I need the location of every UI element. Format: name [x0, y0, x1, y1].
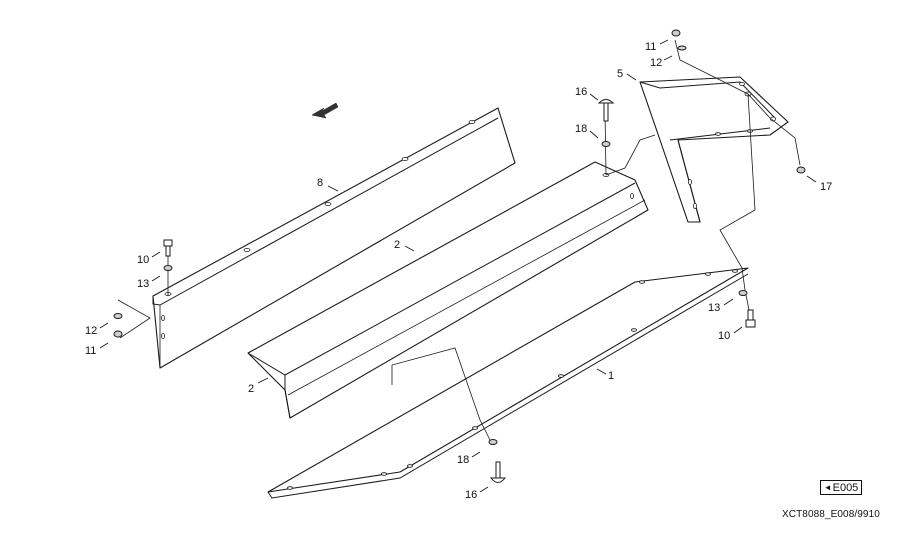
nut-17 — [796, 166, 806, 174]
part-1-pan — [267, 267, 749, 499]
callout-18-lower: 18 — [457, 454, 469, 466]
callout-13-left: 13 — [137, 278, 149, 290]
part-8-panel — [152, 107, 516, 369]
nut-11-left — [113, 330, 123, 338]
callout-1: 1 — [608, 370, 614, 382]
callout-10-left: 10 — [137, 254, 149, 266]
drawing-id: XCT8088_E008/9910 — [782, 509, 880, 520]
bolt-16-upper — [597, 99, 615, 122]
part-5-bracket — [639, 76, 789, 223]
direction-arrow-icon — [311, 102, 339, 119]
callout-10-right: 10 — [718, 330, 730, 342]
washer-18-lower — [488, 439, 498, 445]
callout-2-lower: 2 — [248, 383, 254, 395]
bolt-16-lower — [489, 461, 507, 483]
bolt-10-right — [745, 309, 756, 328]
callout-12-left: 12 — [85, 325, 97, 337]
callout-5: 5 — [617, 68, 623, 80]
washer-18-upper — [601, 141, 611, 147]
callout-16-lower: 16 — [465, 489, 477, 501]
ref-tag-link[interactable]: ◄E005 — [820, 480, 862, 495]
callout-13-right: 13 — [708, 302, 720, 314]
ref-tag-label: E005 — [832, 481, 859, 494]
washer-13-left — [163, 265, 173, 271]
assembly-lines — [117, 39, 801, 441]
callout-11-upper: 11 — [645, 41, 656, 53]
washer-12-upper — [677, 45, 687, 51]
callout-labels: 8 2 2 1 5 11 12 16 18 17 10 13 12 11 13 … — [85, 41, 832, 501]
bolt-10-left — [163, 239, 173, 257]
washer-12-left — [113, 313, 123, 319]
callout-16-upper: 16 — [575, 86, 587, 98]
nut-11-upper — [671, 29, 681, 37]
back-arrow-icon: ◄ — [823, 483, 832, 492]
callout-12-upper: 12 — [650, 57, 662, 69]
leader-lines — [99, 39, 817, 493]
callout-18-upper: 18 — [575, 123, 587, 135]
part-2-trough — [247, 161, 649, 419]
washer-13-right — [738, 290, 748, 296]
callout-2-upper: 2 — [394, 239, 400, 251]
callout-8: 8 — [317, 177, 323, 189]
callout-17: 17 — [820, 181, 832, 193]
callout-11-left: 11 — [85, 345, 96, 357]
